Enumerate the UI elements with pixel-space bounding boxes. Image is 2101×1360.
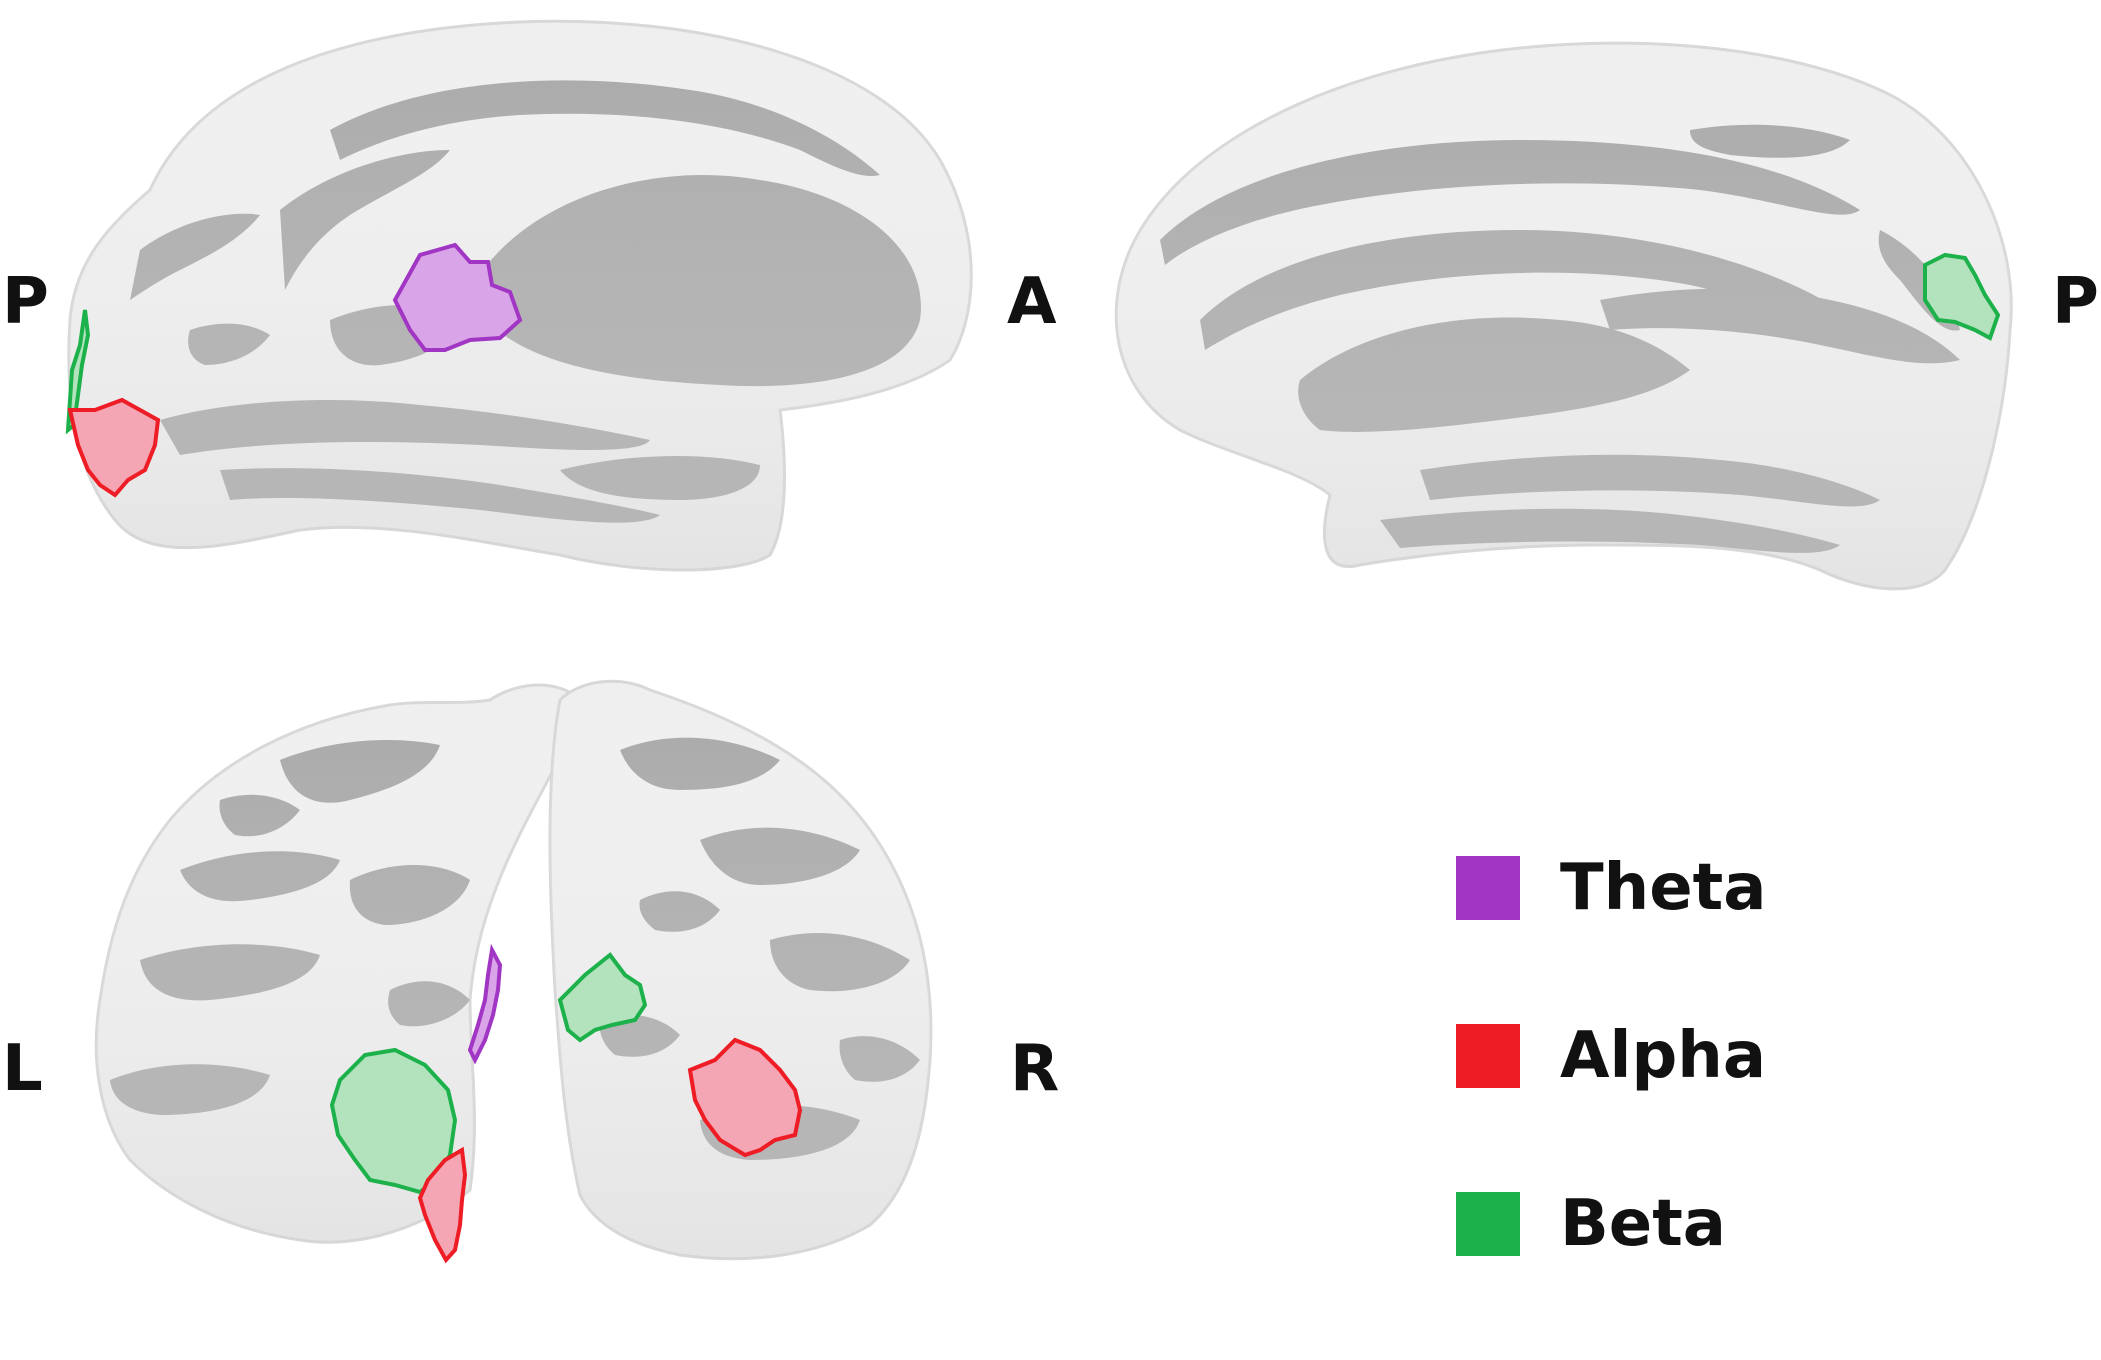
alpha-region xyxy=(67,397,161,498)
beta-region xyxy=(557,952,648,1043)
legend-item-beta: Beta xyxy=(1456,1192,1876,1256)
surface-shading xyxy=(1116,43,2012,589)
label-right-posterior-view: R xyxy=(1010,1032,1060,1106)
label-left-posterior-view: L xyxy=(2,1032,43,1106)
legend-swatch-theta xyxy=(1456,856,1520,920)
label-anterior-left-medial: A xyxy=(1007,265,1057,339)
legend-swatch-beta xyxy=(1456,1192,1520,1256)
theta-region xyxy=(467,943,503,1065)
surface-shading xyxy=(96,685,580,1243)
legend-label-beta: Beta xyxy=(1560,1187,1726,1261)
surface-shading xyxy=(550,681,931,1259)
alpha-region xyxy=(687,1037,803,1158)
beta-region xyxy=(65,309,91,435)
legend: Theta Alpha Beta xyxy=(1456,856,1876,1360)
label-posterior-left-medial: P xyxy=(2,265,49,339)
right-hemisphere-medial-view xyxy=(1114,41,2013,591)
posterior-view-left-hemisphere xyxy=(94,683,582,1264)
legend-label-theta: Theta xyxy=(1560,851,1767,925)
legend-swatch-alpha xyxy=(1456,1024,1520,1088)
beta-region xyxy=(1923,252,2001,341)
posterior-view-right-hemisphere xyxy=(548,679,933,1261)
left-hemisphere-medial-view xyxy=(65,19,973,572)
legend-item-theta: Theta xyxy=(1456,856,1876,920)
surface-shading xyxy=(68,21,972,570)
legend-item-alpha: Alpha xyxy=(1456,1024,1876,1088)
label-posterior-right-medial: P xyxy=(2052,265,2099,339)
theta-region xyxy=(392,242,523,352)
alpha-region xyxy=(417,1146,468,1264)
legend-label-alpha: Alpha xyxy=(1560,1019,1767,1093)
